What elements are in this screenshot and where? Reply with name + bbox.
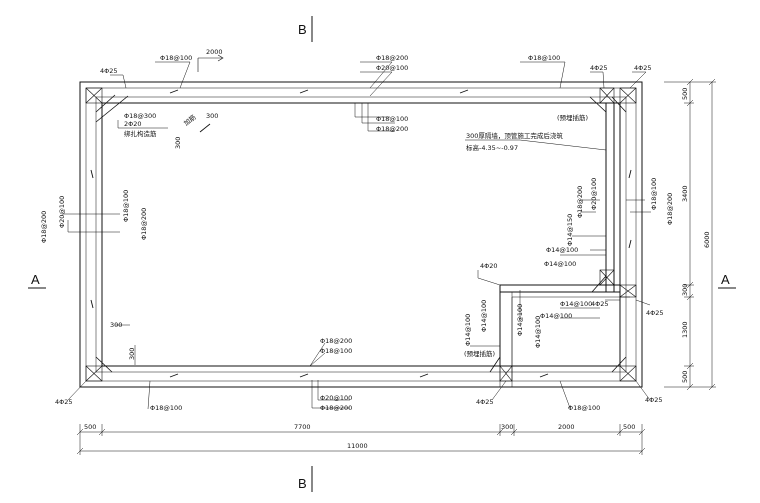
rebar-top-right-corner1: 4Φ25: [590, 64, 608, 72]
rebar-top-mid-in2: Φ18@200: [376, 125, 408, 133]
note-top-diag: 加筋: [182, 112, 198, 127]
rebar-inner-r4: Φ14@100: [540, 312, 572, 320]
dim-right-4: 500: [681, 371, 689, 383]
dim-bottom-1: 7700: [294, 423, 311, 431]
rebar-labels: 4Φ25 Φ18@100 Φ18@200 Φ20@100 Φ18@100 Φ18…: [40, 54, 674, 412]
rebar-top-main-left: Φ18@100: [160, 54, 192, 62]
right-dimension-lines: [664, 78, 716, 391]
section-a-left: A: [31, 272, 40, 287]
note-preembed-top: (预埋插筋): [557, 113, 588, 122]
rebar-inner-r3: Φ14@100: [560, 300, 592, 308]
rebar-inner-r5: 4Φ25: [591, 300, 609, 308]
note-elevation: 标高-4.35~-0.97: [466, 143, 518, 152]
rebar-bot-main-left: Φ18@100: [150, 404, 182, 412]
inner-dim-300-h: 300: [110, 321, 122, 329]
rebar-bot-mid-in1: Φ18@200: [320, 337, 352, 345]
outer-wall-outline: [79, 81, 643, 388]
dim-bottom-total: 11000: [347, 442, 368, 450]
rebar-inner-tl-2: 2Φ20: [124, 120, 142, 128]
rebar-top-mid-inner: Φ20@100: [376, 64, 408, 72]
wall-outlines: [79, 81, 643, 388]
rebar-top-main-right: Φ18@100: [528, 54, 560, 62]
rebar-corner-v1: Φ14@100: [480, 300, 488, 332]
rebar-right-c: Φ18@100: [650, 178, 658, 210]
rebar-left-c: Φ18@100: [122, 190, 130, 222]
dim-right-0: 500: [681, 88, 689, 100]
dim-right-1: 3400: [681, 185, 689, 202]
dim-bottom-3: 2000: [558, 423, 575, 431]
bottom-dimension-lines: [76, 424, 646, 455]
section-b-top: B: [298, 22, 307, 37]
rebar-bot-mid-in2: Φ18@100: [320, 347, 352, 355]
note-wall: 300厚隔墙，顶管施工完成后浇筑: [466, 131, 563, 140]
tick-bars: [90, 89, 632, 378]
inner-dim-300-v: 300: [128, 348, 136, 360]
section-markers: [28, 16, 736, 492]
rebar-bot-mid-out1: Φ20@100: [320, 394, 352, 402]
section-a-right: A: [721, 272, 730, 287]
note-gap-300-v1: 300: [174, 137, 182, 149]
inner-wall-outline: [101, 102, 621, 367]
dim-bottom-2: 300: [501, 423, 513, 431]
rebar-inner-r1: Φ14@100: [546, 246, 578, 254]
right-dimension-texts: 500 3400 300 1300 500 6000: [681, 88, 711, 383]
dim-right-2: 300: [681, 284, 689, 296]
rebar-inner-tl-1: Φ18@300: [124, 112, 156, 120]
rebar-corner-v3: Φ14@100: [516, 304, 524, 336]
note-tl: 绑扎构造筋: [124, 129, 157, 138]
rebar-left-b: Φ20@100: [58, 196, 66, 228]
rebar-right-b: Φ20@100: [590, 178, 598, 210]
top-arrow-label: 2000: [206, 48, 223, 56]
dim-bottom-4: 500: [623, 423, 635, 431]
rebar-top-left-corner: 4Φ25: [100, 67, 118, 75]
dim-right-3: 1300: [681, 321, 689, 338]
section-b-bottom: B: [298, 476, 307, 491]
rebar-right-a: Φ18@200: [576, 186, 584, 218]
rebar-corner-v2: Φ14@100: [464, 314, 472, 346]
rebar-left-a: Φ18@200: [40, 211, 48, 243]
leader-lines: [62, 61, 651, 410]
rebar-left-d: Φ18@200: [140, 208, 148, 240]
note-gap-300-h1: 300: [206, 112, 218, 120]
rebar-bot-right-corner: 4Φ25: [645, 396, 663, 404]
rebar-corner-mid-right: 4Φ25: [646, 309, 664, 317]
bottom-dimension-texts: 500 7700 300 2000 500 11000: [84, 423, 635, 450]
top-arrow: [197, 54, 224, 72]
rebar-inner-r2: Φ14@100: [544, 260, 576, 268]
dim-bottom-0: 500: [84, 423, 96, 431]
notes: (预埋插筋) 300厚隔墙，顶管施工完成后浇筑 标高-4.35~-0.97 (预…: [110, 112, 588, 360]
rebar-right-e: Φ14@150: [566, 214, 574, 246]
rebar-bot-left-corner: 4Φ25: [55, 398, 73, 406]
note-preembed-bottom: (预埋插筋): [464, 349, 495, 358]
rebar-top-mid-outer: Φ18@200: [376, 54, 408, 62]
rebar-corner-v4: Φ14@100: [534, 316, 542, 348]
rebar-right-d: Φ18@200: [666, 193, 674, 225]
dim-right-total: 6000: [703, 231, 711, 248]
rebar-bot-main-right: Φ18@100: [568, 404, 600, 412]
rebar-bot-mid-out2: Φ18@200: [320, 404, 352, 412]
rebar-top-mid-in1: Φ18@100: [376, 115, 408, 123]
rebar-top-right-corner2: 4Φ25: [634, 64, 652, 72]
corner-columns: [85, 87, 637, 382]
rebar-corner-mid: 4Φ20: [480, 262, 498, 270]
haunch-bars: [95, 94, 627, 373]
rebar-bot-mid-corner: 4Φ25: [476, 398, 494, 406]
